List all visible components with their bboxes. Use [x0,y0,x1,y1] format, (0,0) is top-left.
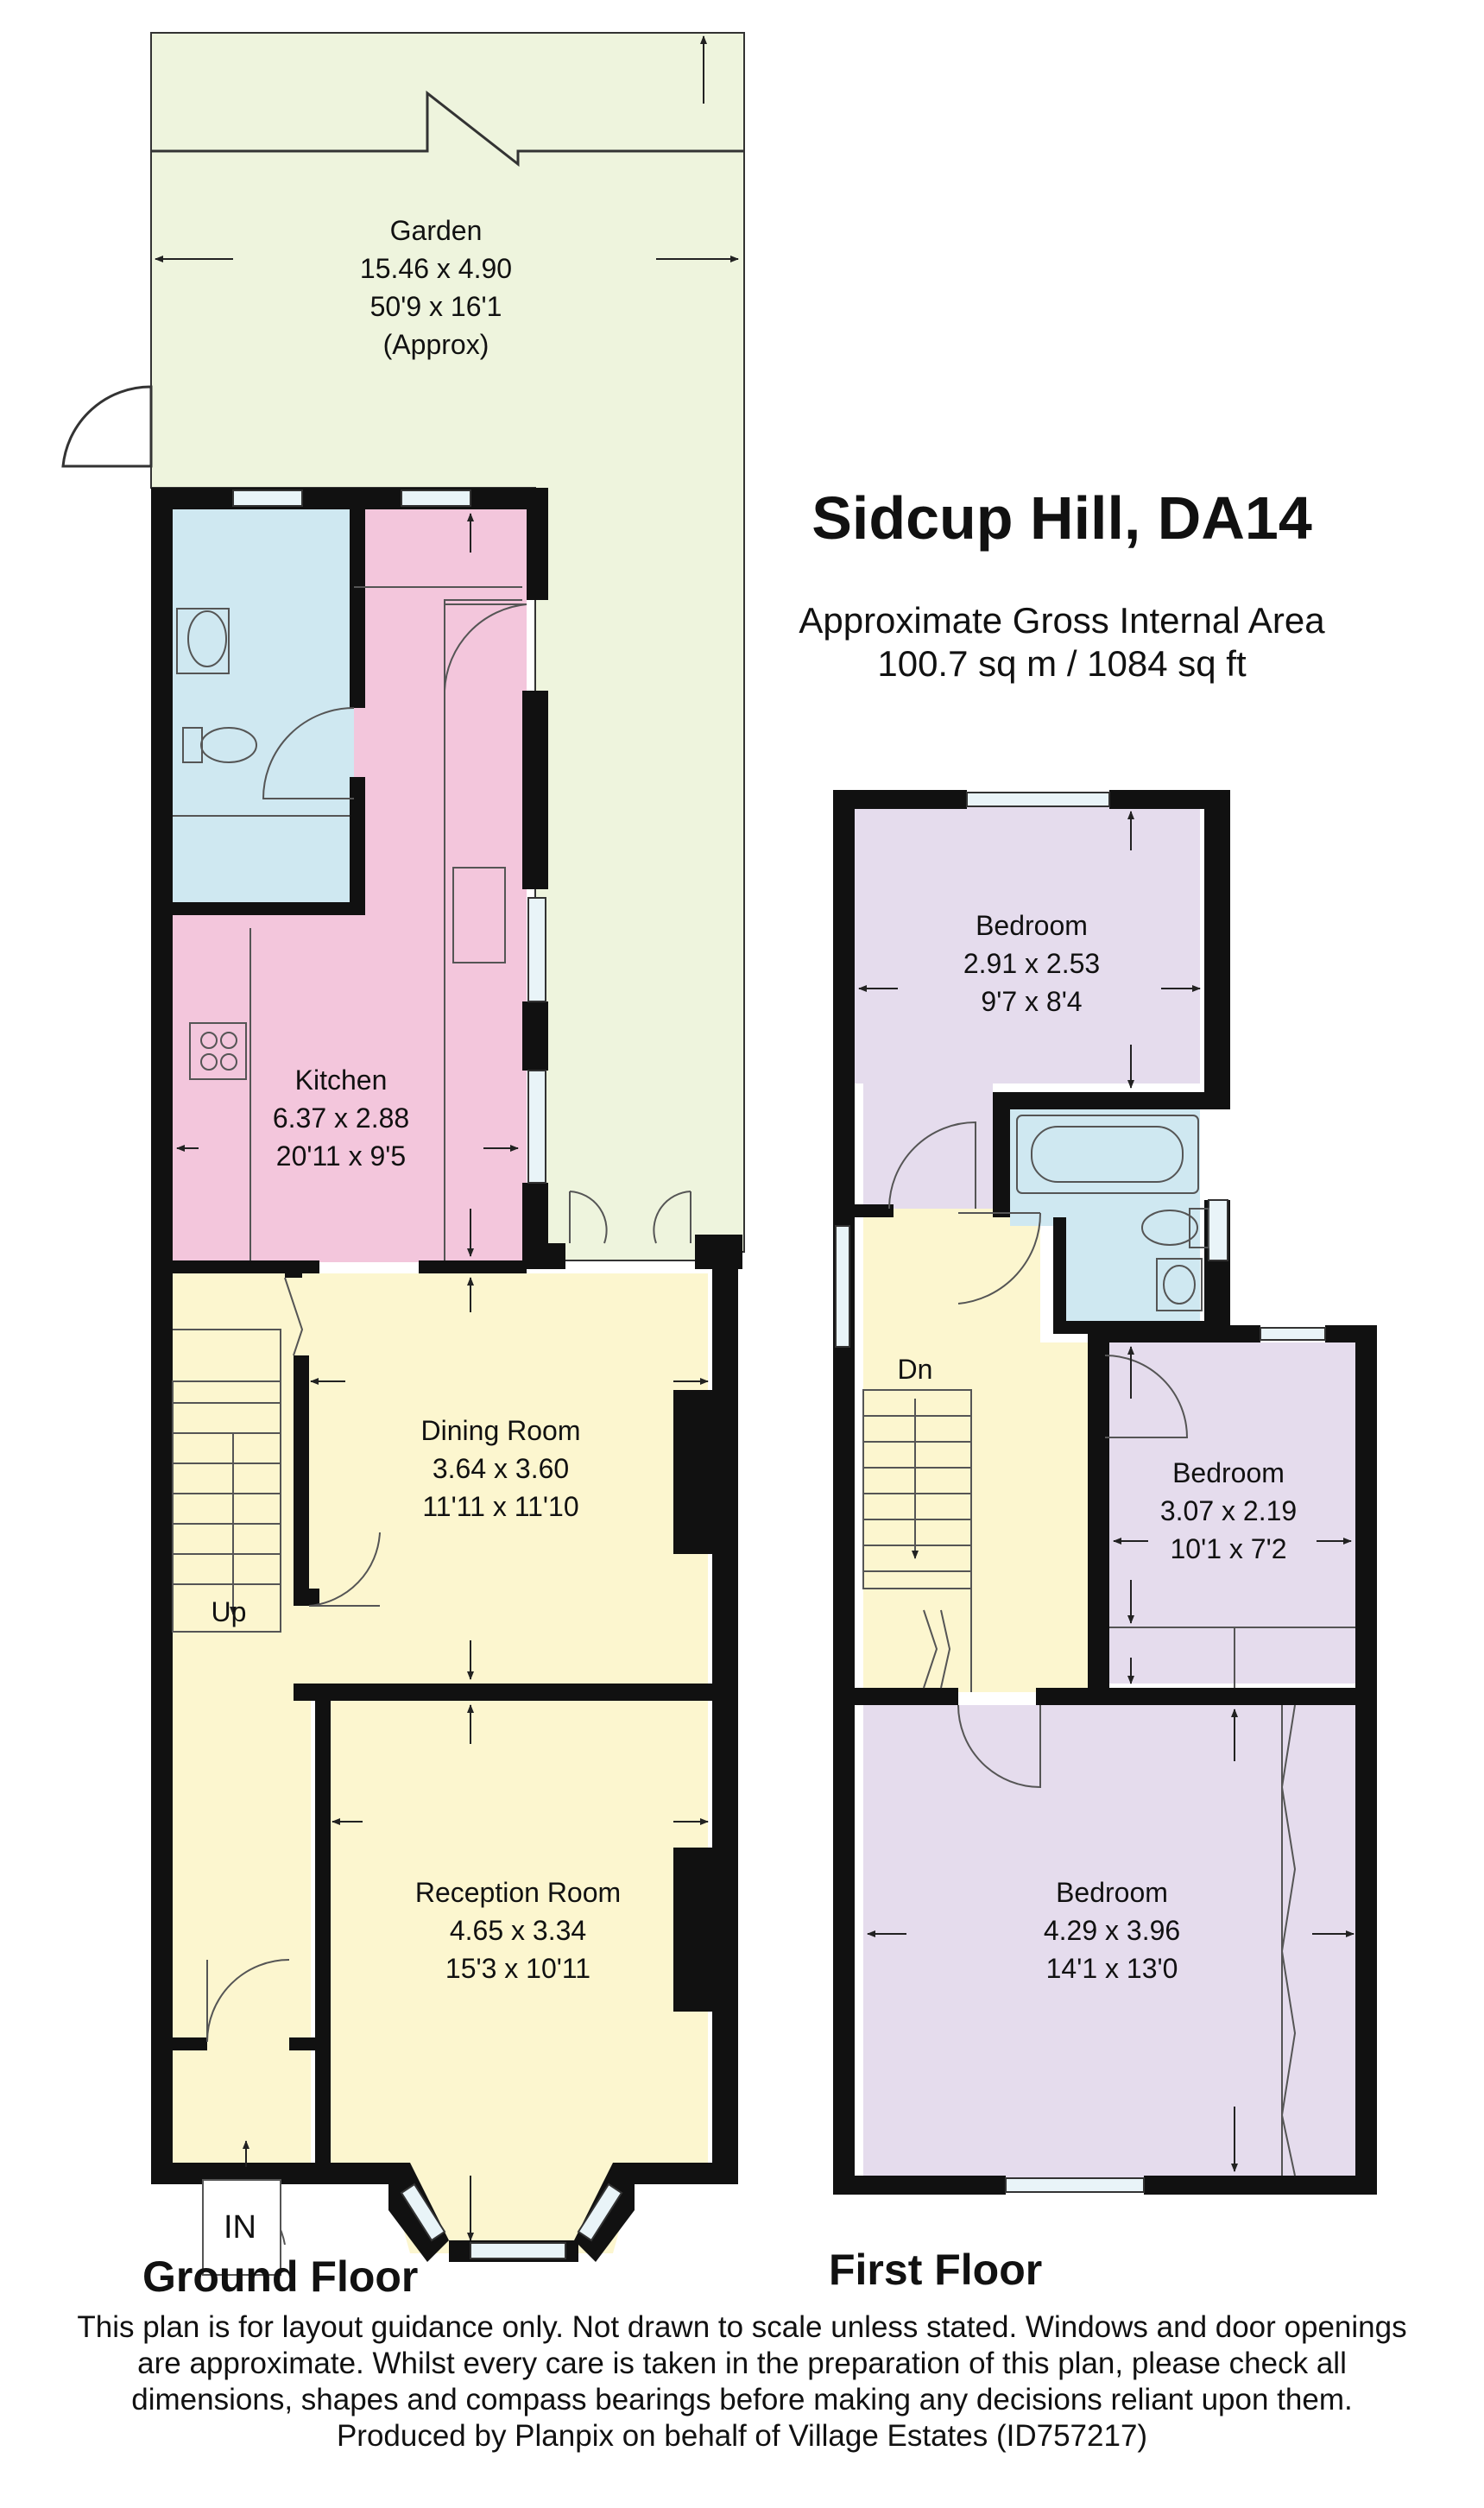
first-floor-fittings [862,1115,1355,2176]
landing-top-area [863,1083,993,1209]
ground-floor-plan: Garden 15.46 x 4.90 50'9 x 16'1 (Approx)… [61,32,745,2276]
property-title: Sidcup Hill, DA14 [811,484,1312,552]
kitchen-name: Kitchen [295,1064,388,1096]
bedroom-2-name: Bedroom [1172,1457,1285,1488]
reception-area [328,1701,708,2180]
garden-gate [61,385,153,468]
first-floor-labels: Bedroom 2.91 x 2.53 9'7 x 8'4 Bedroom 3.… [898,910,1298,1984]
bedroom-3-name: Bedroom [1056,1877,1168,1908]
dining-name: Dining Room [421,1415,581,1446]
garden-note: (Approx) [383,329,489,360]
stairs-down-label: Dn [898,1354,933,1385]
kitchen-imperial: 20'11 x 9'5 [276,1140,406,1172]
reception-imperial: 15'3 x 10'11 [445,1953,590,1984]
ground-floor-fittings [172,586,691,2276]
ground-floor-label: Ground Floor [142,2252,419,2301]
garden-name: Garden [390,215,483,246]
garden-imperial: 50'9 x 16'1 [370,291,502,322]
first-floor-label: First Floor [829,2246,1043,2294]
first-floor-windows [835,792,1326,2193]
dining-imperial: 11'11 x 11'10 [422,1491,578,1522]
bedroom-1-metric: 2.91 x 2.53 [963,948,1100,979]
bedroom-1-area [855,807,1200,1083]
area-value: 100.7 sq m / 1084 sq ft [877,643,1247,684]
first-floor-plan: Bedroom 2.91 x 2.53 9'7 x 8'4 Bedroom 3.… [833,790,1377,2195]
disclaimer-line: are approximate. Whilst every care is ta… [137,2347,1347,2380]
reception-metric: 4.65 x 3.34 [450,1915,586,1946]
dining-metric: 3.64 x 3.60 [433,1453,569,1484]
ground-floor-dimension-arrows [155,35,739,2241]
bedroom-3-metric: 4.29 x 3.96 [1044,1915,1180,1946]
stairs-up-label: Up [212,1596,247,1627]
bathroom-area [173,509,354,911]
area-label: Approximate Gross Internal Area [799,600,1325,641]
disclaimer-line: dimensions, shapes and compass bearings … [131,2383,1353,2416]
bedroom-2-imperial: 10'1 x 7'2 [1171,1533,1287,1564]
ground-floor-windows [232,490,623,2259]
bedroom-1-name: Bedroom [976,910,1088,941]
kitchen-area [173,509,527,1273]
bedroom-1-imperial: 9'7 x 8'4 [981,986,1082,1017]
first-floor-dimension-arrows [858,811,1355,2172]
ground-floor-walls [151,488,742,2262]
reception-name: Reception Room [415,1877,621,1908]
disclaimer-line: Produced by Planpix on behalf of Village… [336,2419,1148,2453]
garden-break-line [151,90,744,167]
ground-floor-labels: Garden 15.46 x 4.90 50'9 x 16'1 (Approx)… [212,215,622,2246]
bay-window-area [388,2176,635,2253]
first-bathroom-area [1010,1109,1200,1321]
disclaimer-line: This plan is for layout guidance only. N… [77,2310,1407,2344]
entrance-label: IN [224,2209,256,2246]
disclaimer: This plan is for layout guidance only. N… [0,2309,1484,2454]
kitchen-metric: 6.37 x 2.88 [273,1102,409,1134]
bedroom-3-area [863,1705,1360,2180]
garden-metric: 15.46 x 4.90 [360,253,512,284]
bedroom-2-metric: 3.07 x 2.19 [1160,1495,1297,1526]
bedroom-3-imperial: 14'1 x 13'0 [1046,1953,1178,1984]
